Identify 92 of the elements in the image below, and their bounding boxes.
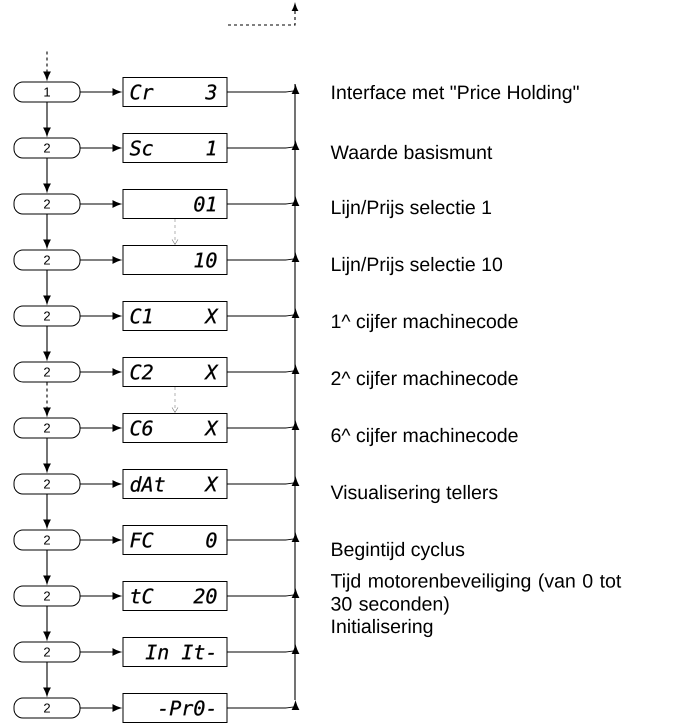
arrow: [227, 701, 300, 710]
key-button: 2: [14, 306, 80, 326]
display-text: C2: [130, 364, 153, 380]
display-text: 0: [206, 532, 216, 548]
arrow: [80, 424, 121, 432]
display-text: 10: [194, 252, 216, 268]
arrow: [43, 382, 51, 416]
display-text: 20: [193, 588, 216, 604]
arrow: [43, 158, 51, 192]
display-text: 01: [194, 196, 215, 212]
arrow: [43, 270, 51, 304]
key-button: 2: [14, 474, 80, 494]
arrow: [80, 144, 121, 152]
arrow: [172, 386, 178, 413]
arrow: [80, 648, 121, 656]
arrow: [172, 218, 178, 245]
arrow: [227, 645, 300, 654]
arrow: [80, 256, 121, 264]
description-label: 6^ cijfer machinecode: [332, 428, 518, 446]
arrow: [227, 421, 300, 430]
key-button: 2: [14, 418, 80, 438]
description-label: Visualisering tellers: [330, 484, 498, 504]
arrow: [43, 102, 51, 136]
description-label: Lijn/Prijs selectie 10: [332, 256, 502, 276]
display-text: X: [204, 476, 218, 492]
description-label: 2^ cijfer machinecode: [332, 370, 518, 390]
arrow: [227, 141, 300, 150]
display-text: X: [204, 364, 218, 380]
arrow: [227, 197, 300, 206]
arrow: [43, 494, 51, 528]
display-text: X: [204, 420, 218, 436]
display-box: [122, 133, 228, 163]
description-label: 1^ cijfer machinecode: [332, 314, 518, 332]
display-box: [122, 693, 228, 723]
arrow: [227, 533, 300, 542]
arrow: [43, 662, 51, 696]
arrow: [227, 477, 300, 486]
display-box: [122, 301, 228, 331]
arrow: [227, 589, 300, 598]
display-text: C1: [130, 308, 152, 324]
arrow: [43, 438, 51, 472]
key-button: 2: [14, 194, 80, 214]
arrow: [227, 309, 300, 318]
display-text: Sc: [130, 140, 153, 156]
arrow: [80, 312, 121, 320]
display-box: [122, 77, 228, 107]
arrow: [80, 88, 121, 96]
display-text: 3: [205, 84, 216, 100]
display-text: tC: [131, 588, 154, 604]
key-button: 1: [14, 82, 80, 102]
display-text: In It-: [146, 644, 214, 660]
arrow: [80, 536, 121, 544]
display-box: [122, 357, 228, 387]
display-text: FC: [130, 532, 154, 548]
arrow: [43, 214, 51, 248]
arrow: [227, 253, 300, 262]
display-box: [122, 469, 228, 499]
arrow: [80, 480, 121, 488]
display-box: [122, 245, 228, 275]
description-label: Interface met "Price Holding": [332, 84, 579, 104]
arrow: [80, 592, 121, 600]
arrow: [227, 85, 300, 94]
display-box: [122, 189, 228, 219]
arrow: [80, 200, 121, 208]
key-button: 2: [14, 698, 80, 718]
description-label: Tijd motorenbeveiliging (van 0 tot 30 seconden): [330, 573, 622, 615]
description-label: Waarde basismunt: [330, 144, 492, 160]
key-button: 2: [14, 586, 80, 606]
description-label: Lijn/Prijs selectie 1: [332, 200, 492, 218]
display-text: 1: [206, 140, 215, 156]
display-text: -Pr0-: [160, 700, 214, 716]
display-box: [122, 637, 228, 667]
arrow: [80, 368, 121, 376]
arrow: [43, 326, 51, 360]
arrow: [43, 606, 51, 640]
display-text: X: [204, 308, 218, 324]
display-text: C6: [130, 420, 153, 436]
display-box: [122, 581, 228, 611]
description-label: Initialisering: [332, 618, 432, 638]
display-box: [122, 413, 228, 443]
arrow: [80, 704, 121, 712]
description-label: Begintijd cyclus: [332, 542, 464, 560]
arrow: [43, 52, 51, 80]
display-box: [122, 525, 228, 555]
display-text: Cr: [130, 84, 154, 100]
key-button: 2: [14, 362, 80, 382]
key-button: 2: [14, 138, 80, 158]
key-button: 2: [14, 642, 80, 662]
arrow: [43, 550, 51, 584]
key-button: 2: [14, 250, 80, 270]
key-button: 2: [14, 530, 80, 550]
arrow: [227, 365, 300, 374]
